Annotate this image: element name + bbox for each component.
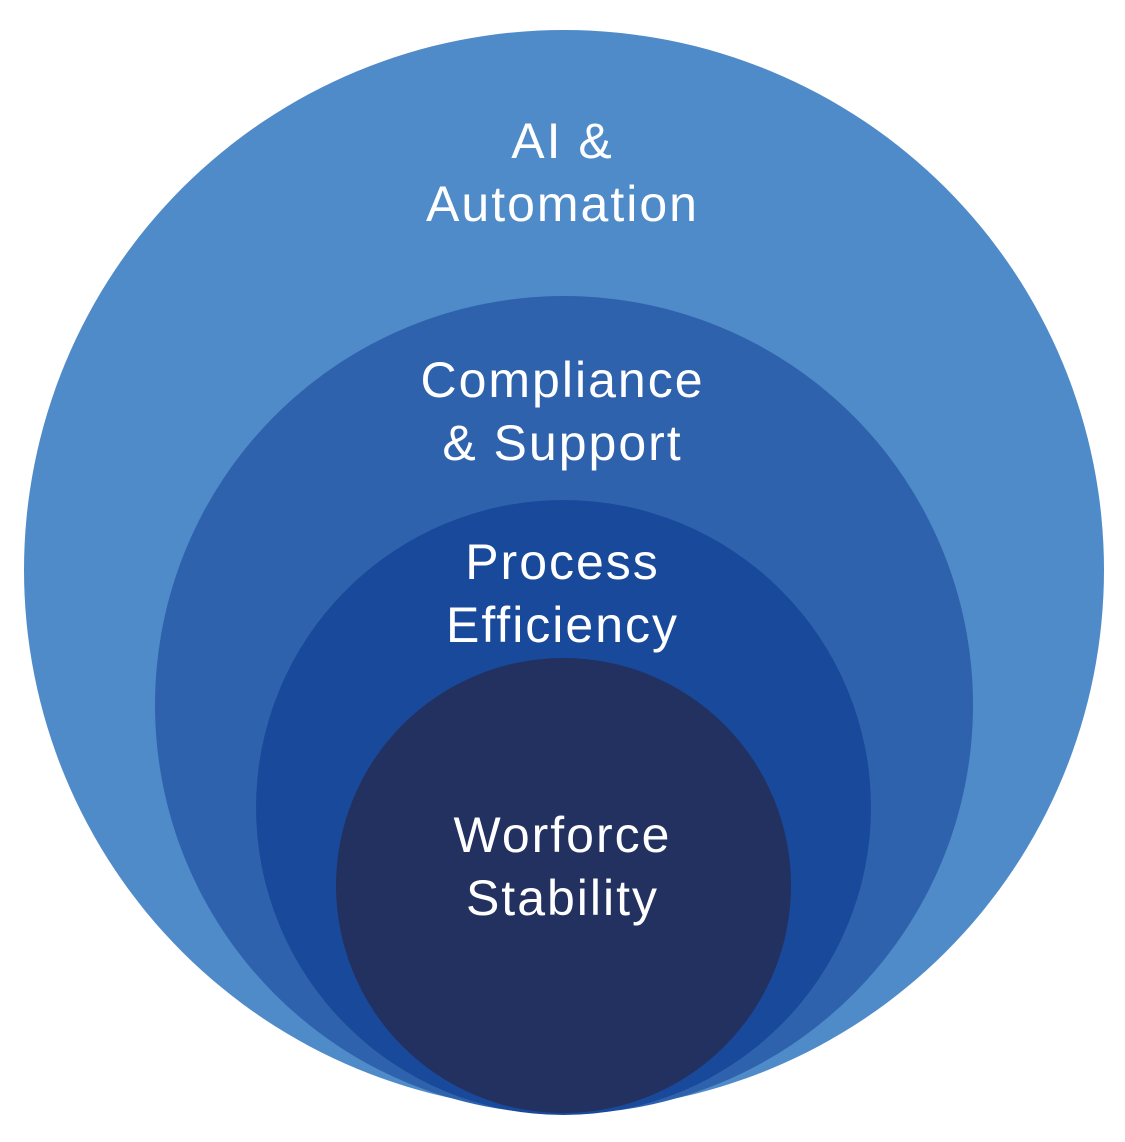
label-ai-automation: AI & Automation xyxy=(0,110,1125,236)
label-line: & Support xyxy=(442,415,683,471)
label-compliance-support: Compliance & Support xyxy=(0,349,1125,475)
label-process-efficiency: Process Efficiency xyxy=(0,531,1125,657)
label-line: Compliance xyxy=(420,352,705,408)
label-line: Process xyxy=(465,534,660,590)
label-line: Worforce xyxy=(453,807,672,863)
label-line: Stability xyxy=(465,870,660,926)
label-line: Efficiency xyxy=(445,597,680,653)
label-workforce-stability: Worforce Stability xyxy=(0,804,1125,930)
circle-workforce-stability xyxy=(336,658,791,1113)
label-line: Automation xyxy=(426,176,699,232)
label-line: AI & xyxy=(511,113,614,169)
